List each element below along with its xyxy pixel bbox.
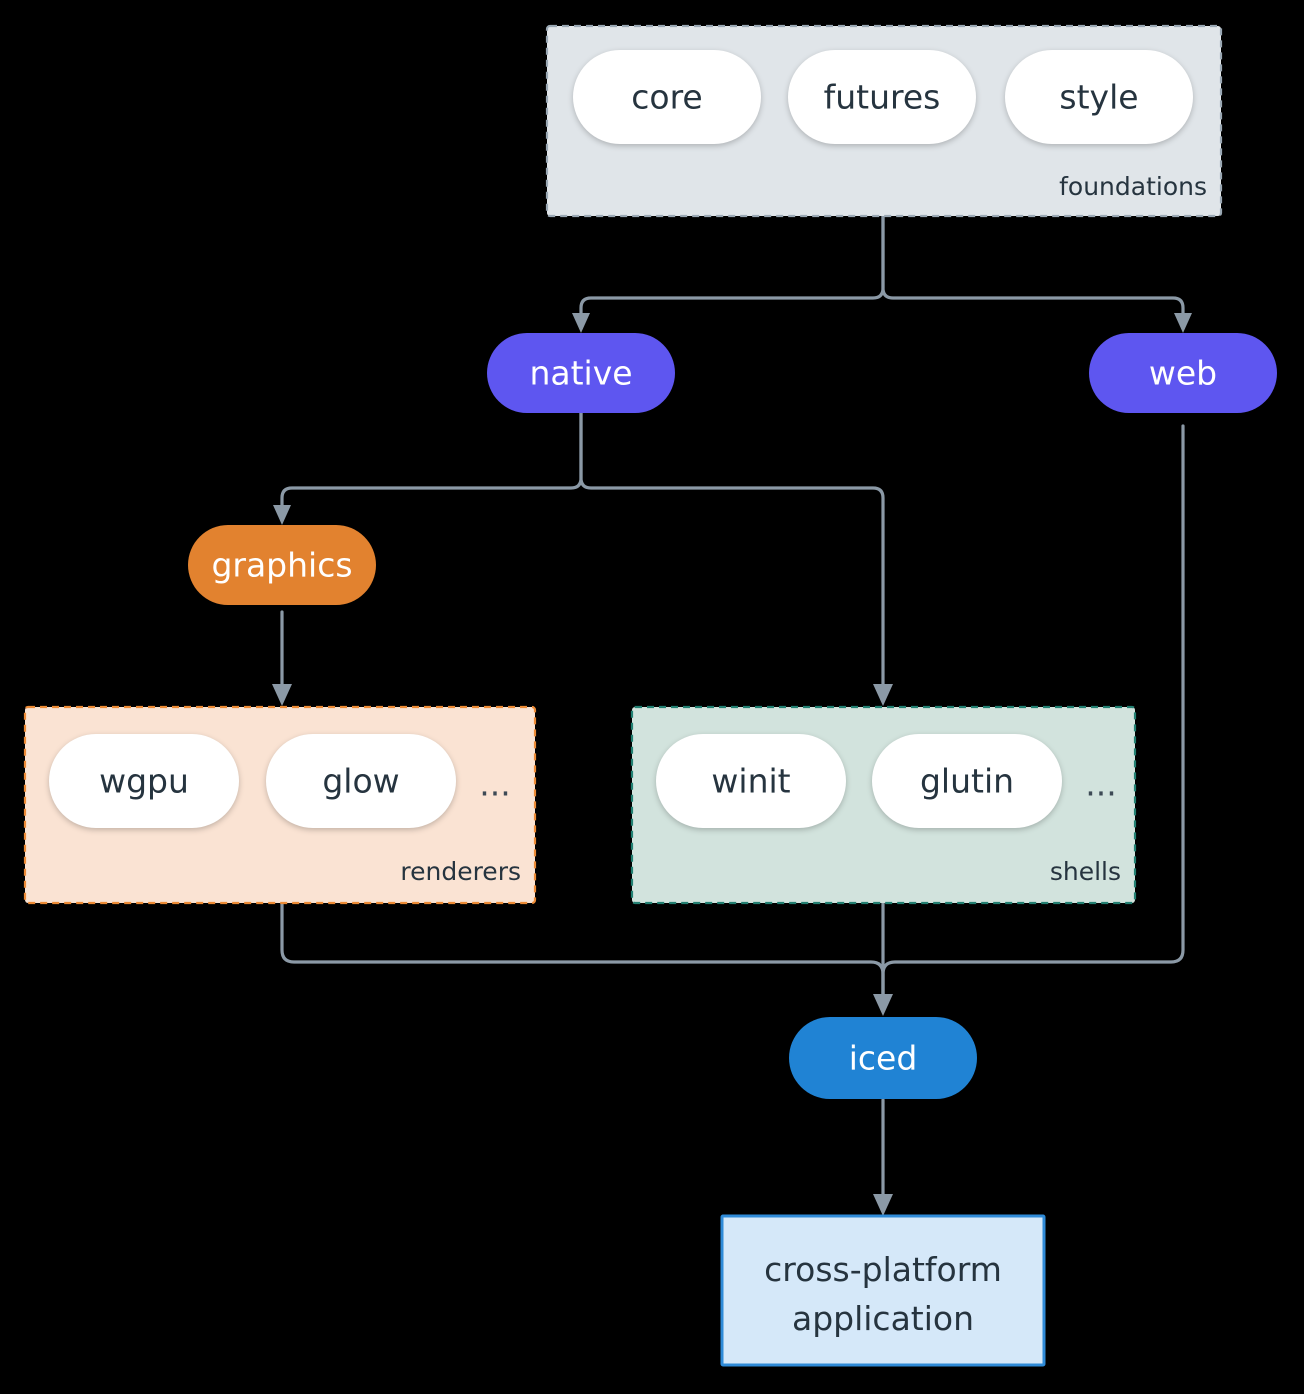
node-winit[interactable] [656, 734, 846, 828]
node-iced-label: iced [849, 1039, 918, 1078]
edge-native-to-graphics [280, 410, 583, 514]
node-graphics[interactable] [188, 525, 376, 605]
node-wgpu[interactable] [49, 734, 239, 828]
node-web-label: web [1149, 354, 1217, 393]
cluster-shells-label: shells [1050, 857, 1121, 886]
arrowhead-shells [873, 684, 893, 706]
arrowhead-native [572, 313, 590, 333]
cluster-shells[interactable]: winit glutin ... shells [630, 705, 1137, 905]
edge-web-to-iced [881, 424, 1185, 1000]
node-web[interactable] [1089, 333, 1277, 413]
arrowhead-web [1174, 313, 1192, 333]
node-glutin[interactable] [872, 734, 1062, 828]
cluster-foundations-label: foundations [1059, 172, 1207, 201]
cluster-renderers[interactable]: wgpu glow ... renderers [23, 705, 537, 905]
node-native-label: native [529, 354, 632, 393]
node-futures[interactable] [788, 50, 976, 144]
node-shells-more-label: ... [1085, 765, 1116, 804]
edge-layer [272, 214, 1192, 1216]
node-core[interactable] [573, 50, 761, 144]
arrowhead-graphics [273, 505, 291, 525]
edge-foundations-to-web [881, 214, 1185, 322]
arrowhead-iced [873, 994, 893, 1016]
node-futures-label: futures [824, 78, 941, 117]
node-glow-label: glow [322, 762, 399, 801]
node-graphics-label: graphics [211, 546, 352, 585]
node-application-label-line2: application [792, 1299, 974, 1338]
node-glutin-label: glutin [920, 762, 1014, 801]
arrowhead-application [873, 1194, 893, 1216]
cluster-renderers-label: renderers [400, 857, 521, 886]
node-native[interactable] [487, 333, 675, 413]
arrowhead-renderers [272, 684, 292, 706]
node-style-label: style [1059, 78, 1138, 117]
edge-foundations-to-native [579, 214, 885, 322]
node-wgpu-label: wgpu [99, 762, 189, 801]
node-iced[interactable] [789, 1017, 977, 1099]
node-core-label: core [631, 78, 702, 117]
node-style[interactable] [1005, 50, 1193, 144]
node-application[interactable] [720, 1214, 1046, 1367]
node-application-label-line1: cross-platform [764, 1250, 1002, 1289]
node-winit-label: winit [711, 762, 790, 801]
node-renderers-more-label: ... [479, 765, 510, 804]
edge-native-to-shells [579, 410, 885, 692]
edge-renderers-to-iced [280, 901, 885, 1000]
cluster-foundations[interactable]: core futures style foundations [545, 24, 1223, 218]
node-glow[interactable] [266, 734, 456, 828]
